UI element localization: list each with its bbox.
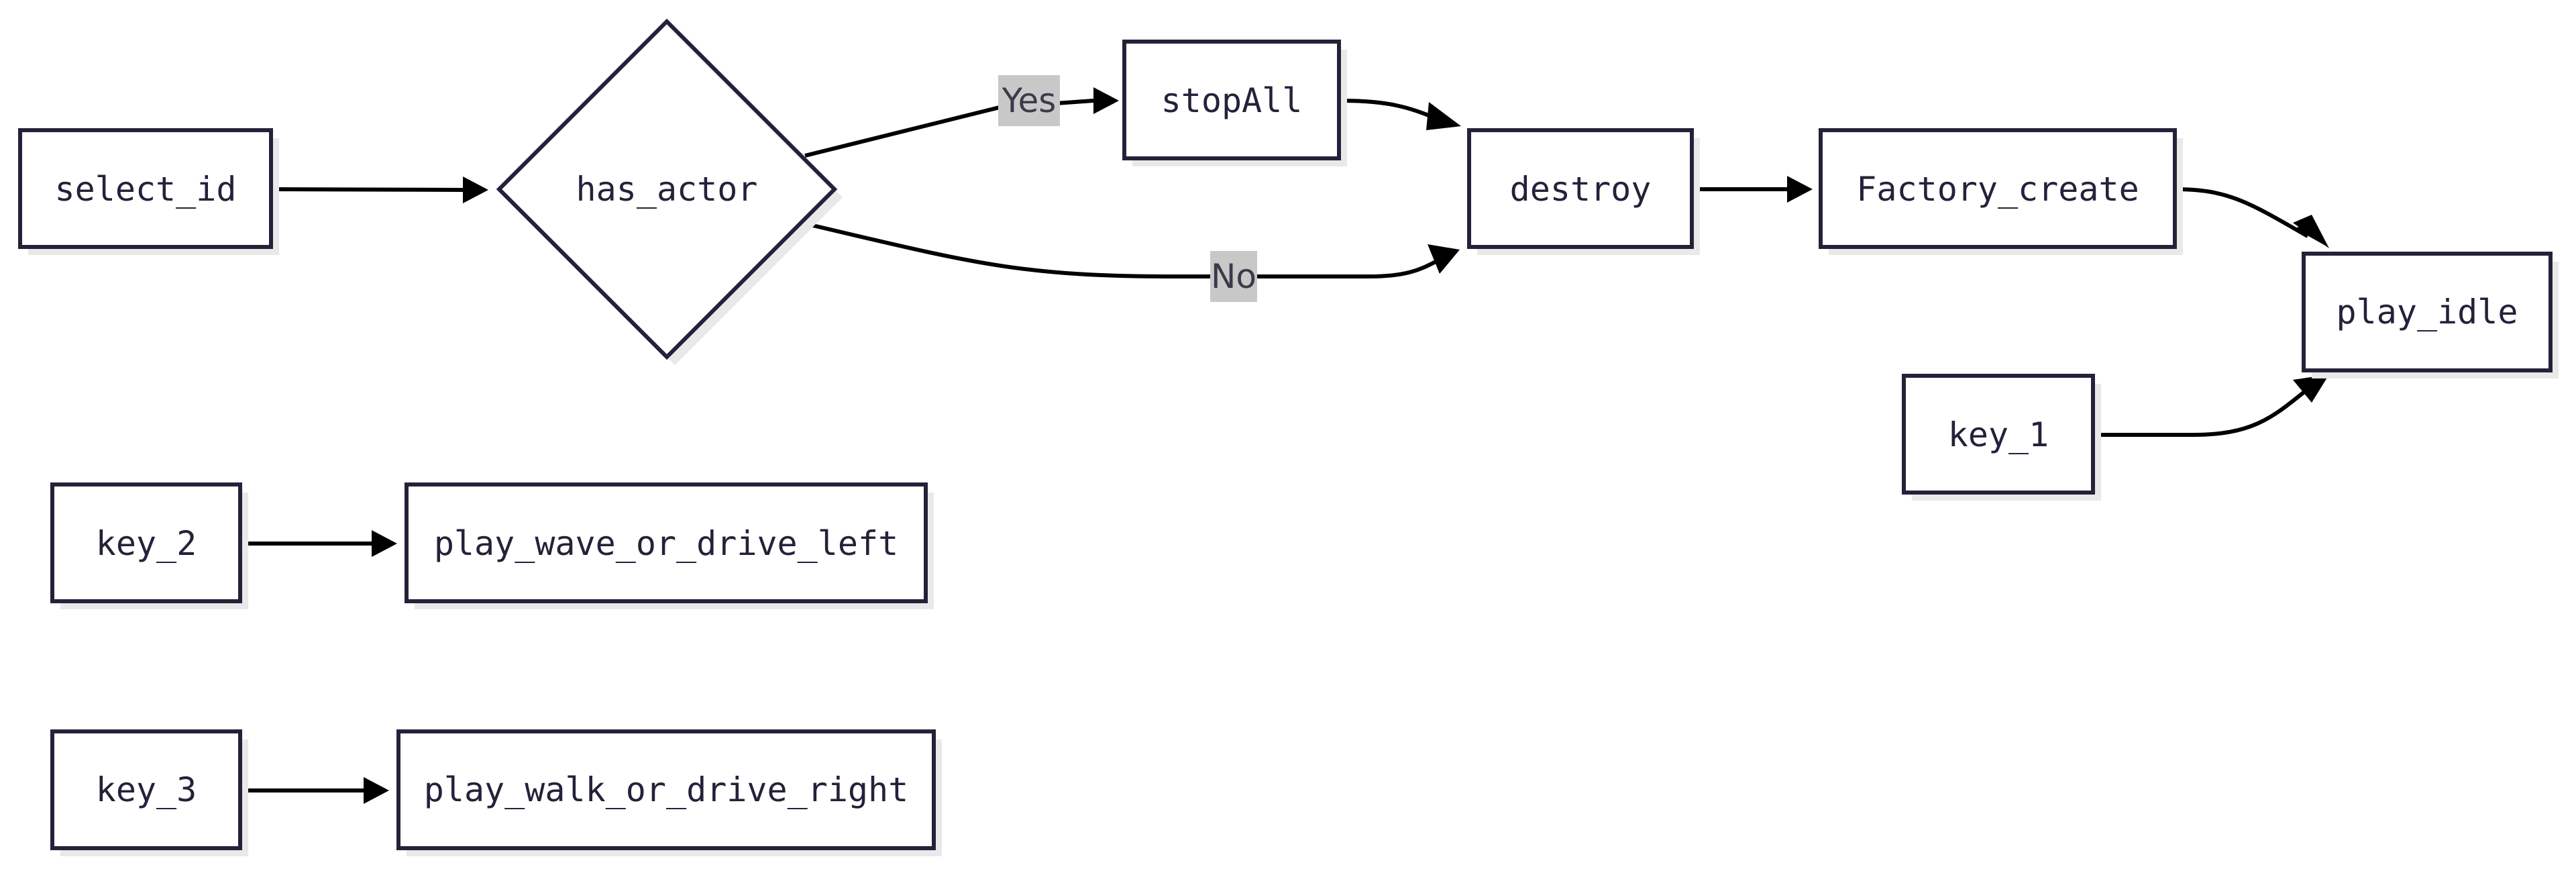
edge-has-actor-to-destroy [801,221,1460,278]
node-label: play_idle [2337,293,2518,331]
node-label: play_wave_or_drive_left [434,524,898,563]
node-label: stopAll [1161,81,1303,120]
node-label: play_walk_or_drive_right [424,770,908,809]
node-key-1[interactable]: key_1 [1902,374,2101,501]
node-play-idle[interactable]: play_idle [2302,252,2559,378]
node-label: Factory_create [1856,170,2139,209]
edge-key-2-to-play-wave-or-drive-left [239,530,397,557]
node-key-2[interactable]: key_2 [50,482,248,609]
edge-destroy-to-factory-create [1692,176,1813,203]
node-has-actor[interactable]: has_actor [496,18,843,365]
node-label: key_2 [96,524,197,563]
node-label: key_3 [96,770,197,809]
node-label: destroy [1510,170,1652,209]
svg-text:No: No [1211,257,1256,296]
edge-label-yes: Yes [998,75,1060,126]
edge-key-3-to-play-walk-or-drive-right [239,777,389,804]
node-label: key_1 [1948,415,2049,454]
edge-factory-create-to-play-idle [2174,187,2329,248]
node-factory-create[interactable]: Factory_create [1819,128,2183,255]
node-stopall[interactable]: stopAll [1122,40,1347,166]
node-destroy[interactable]: destroy [1467,128,1700,255]
edge-key-1-to-play-idle [2093,374,2329,437]
node-play-walk-or-drive-right[interactable]: play_walk_or_drive_right [396,729,942,856]
edge-has-actor-to-stopall [804,87,1119,158]
node-label: select_id [55,170,237,209]
node-label: has_actor [576,170,758,209]
node-key-3[interactable]: key_3 [50,729,248,856]
node-play-wave-or-drive-left[interactable]: play_wave_or_drive_left [405,482,934,609]
edge-stopall-to-destroy [1340,99,1461,130]
edges [239,87,2329,804]
edge-select-id-to-has-actor [270,176,488,203]
svg-text:Yes: Yes [1002,81,1057,120]
node-select-id[interactable]: select_id [18,128,279,255]
edge-label-no: No [1210,251,1257,302]
